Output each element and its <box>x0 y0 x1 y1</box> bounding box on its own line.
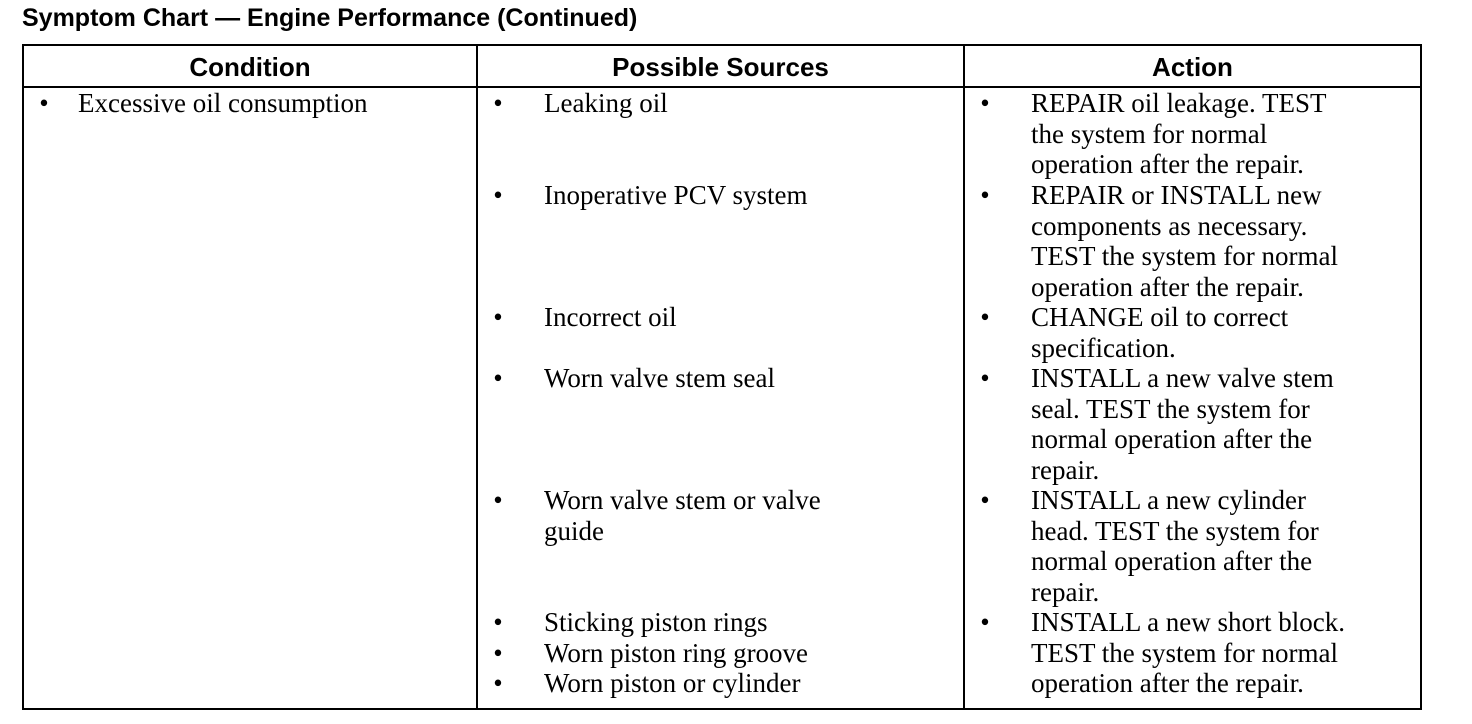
column-divider <box>476 46 478 708</box>
action-text: normal operation after the <box>1031 546 1313 576</box>
bullet-glyph: • <box>980 485 990 515</box>
action-text: CHANGE oil to correct <box>1031 302 1289 332</box>
source-text: Worn piston ring groove <box>544 638 809 668</box>
action-text: repair. <box>1031 454 1100 485</box>
action-text: normal operation after the <box>1031 424 1313 454</box>
source-text: Worn valve stem seal <box>544 363 776 393</box>
bullet-glyph: • <box>493 668 503 698</box>
header-divider <box>24 86 1420 88</box>
bullet-glyph: • <box>493 180 503 210</box>
bullet-glyph: • <box>493 638 503 668</box>
source-text: Sticking piston rings <box>544 607 768 637</box>
header-action: Action <box>1152 52 1233 82</box>
bullet-glyph: • <box>493 485 503 515</box>
header-possible-sources: Possible Sources <box>612 52 829 82</box>
action-text: components as necessary. <box>1031 210 1308 241</box>
column-divider <box>963 46 965 708</box>
bullet-glyph: • <box>493 302 503 332</box>
symptom-table: Condition Possible Sources Action • Exce… <box>22 44 1422 710</box>
action-text: head. TEST the system for <box>1031 515 1319 546</box>
action-text: the system for normal <box>1031 118 1268 149</box>
bullet-glyph: • <box>493 88 503 118</box>
bullet-glyph: • <box>493 363 503 393</box>
action-text: seal. TEST the system for <box>1031 393 1310 424</box>
condition-text: Excessive oil consumption <box>78 88 368 118</box>
action-text: specification. <box>1031 332 1176 363</box>
bullet-glyph: • <box>980 88 990 118</box>
action-text: operation after the repair. <box>1031 271 1304 302</box>
action-text: INSTALL a new cylinder <box>1031 485 1306 515</box>
bullet-glyph: • <box>980 180 990 210</box>
action-text: operation after the repair. <box>1031 668 1304 698</box>
bullet-glyph: • <box>980 607 990 637</box>
source-text: guide <box>544 515 604 546</box>
header-condition: Condition <box>189 52 311 82</box>
action-text: REPAIR oil leakage. TEST <box>1031 88 1327 118</box>
action-text: TEST the system for normal <box>1031 637 1338 668</box>
source-text: Leaking oil <box>544 88 668 118</box>
action-text: REPAIR or INSTALL new <box>1031 180 1322 210</box>
action-text: INSTALL a new valve stem <box>1031 363 1334 393</box>
bullet-glyph: • <box>980 363 990 393</box>
action-text: TEST the system for normal <box>1031 241 1338 271</box>
bullet-glyph: • <box>39 88 49 118</box>
source-text: Inoperative PCV system <box>544 180 808 210</box>
source-text: Worn valve stem or valve <box>544 485 821 515</box>
bullet-glyph: • <box>493 607 503 637</box>
action-text: INSTALL a new short block. <box>1031 607 1346 637</box>
bullet-glyph: • <box>980 302 990 332</box>
action-text: operation after the repair. <box>1031 149 1304 179</box>
source-text: Incorrect oil <box>544 302 677 332</box>
action-text: repair. <box>1031 576 1100 607</box>
page-title: Symptom Chart — Engine Performance (Cont… <box>22 4 638 32</box>
source-text: Worn piston or cylinder <box>544 668 801 698</box>
